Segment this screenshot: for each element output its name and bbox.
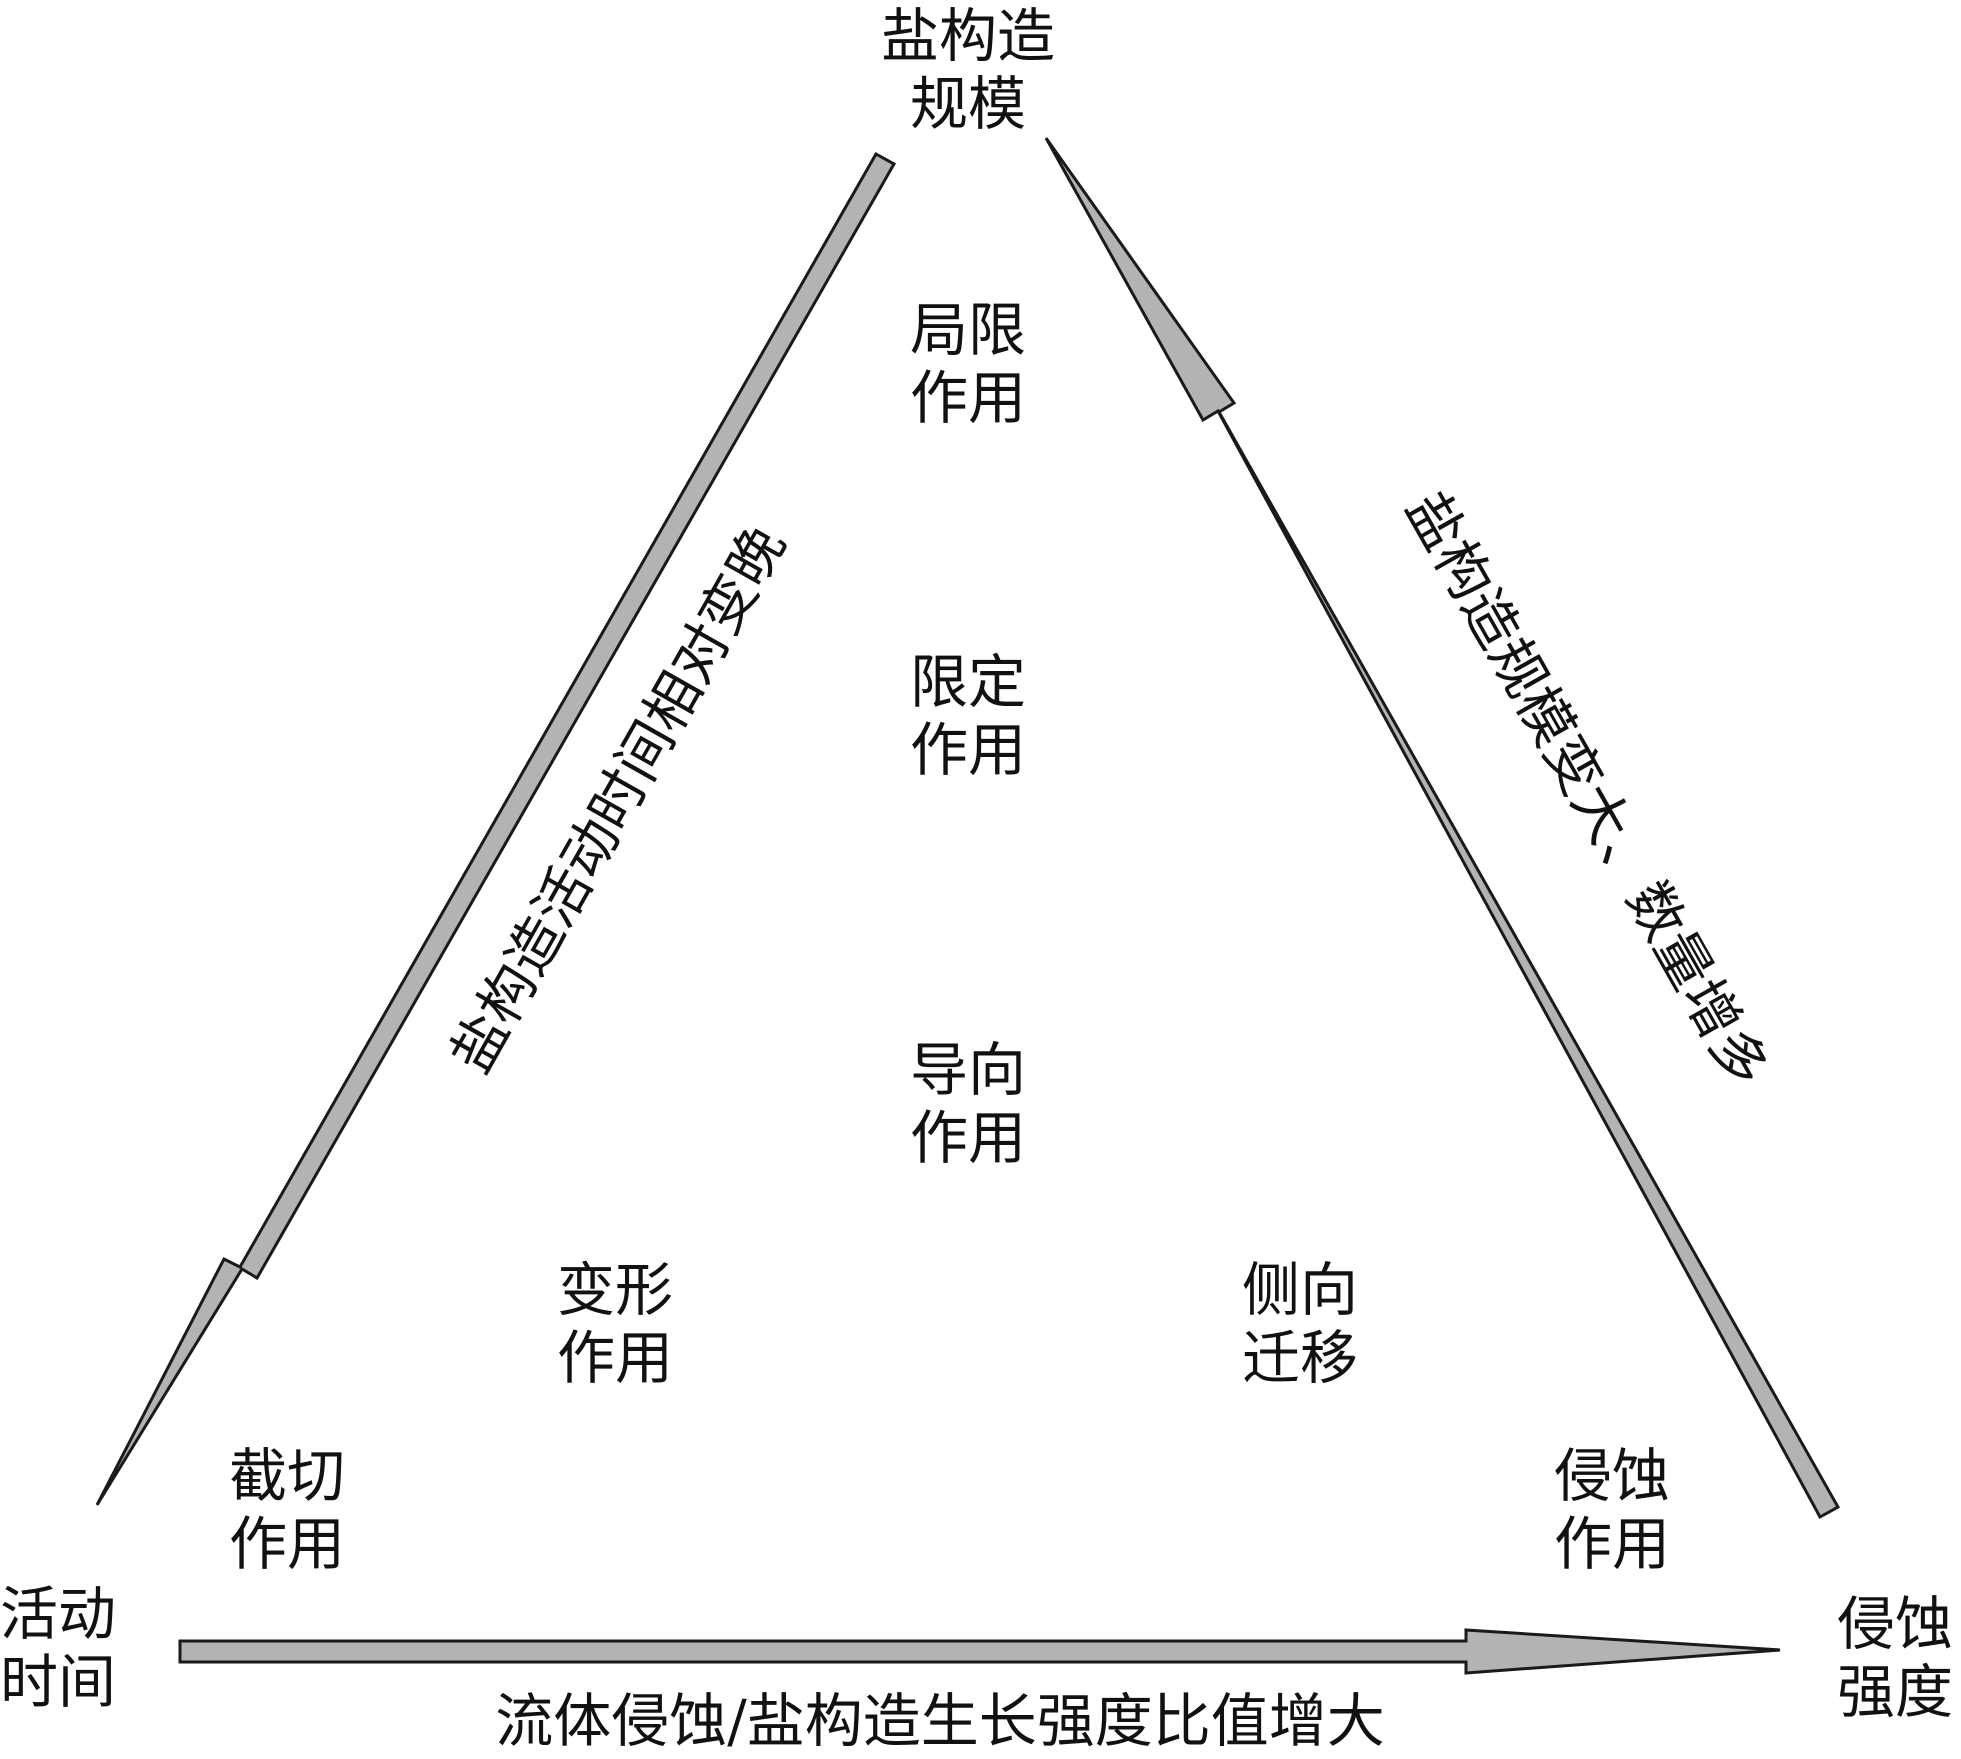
role-confine-label: 限定 作用 — [909, 648, 1026, 784]
role-limit-label: 局限 作用 — [909, 296, 1026, 432]
vertex-top-label: 盐构造 规模 — [880, 2, 1055, 138]
bottom-arrow — [178, 1628, 1781, 1675]
role-deform-label: 变形 作用 — [556, 1256, 673, 1392]
bottom-edge-label: 流体侵蚀/盐构造生长强度比值增大 — [495, 1687, 1385, 1755]
role-truncate-label: 截切 作用 — [228, 1442, 345, 1578]
vertex-bottom-right-label: 侵蚀 强度 — [1837, 1590, 1954, 1726]
left-arrow — [95, 151, 897, 1506]
role-lateral-label: 侧向 迁移 — [1241, 1256, 1358, 1392]
right-arrow — [1044, 137, 1841, 1520]
vertex-bottom-left-label: 活动 时间 — [0, 1580, 117, 1716]
role-guide-label: 导向 作用 — [909, 1036, 1026, 1172]
role-erode-label: 侵蚀 作用 — [1553, 1442, 1670, 1578]
